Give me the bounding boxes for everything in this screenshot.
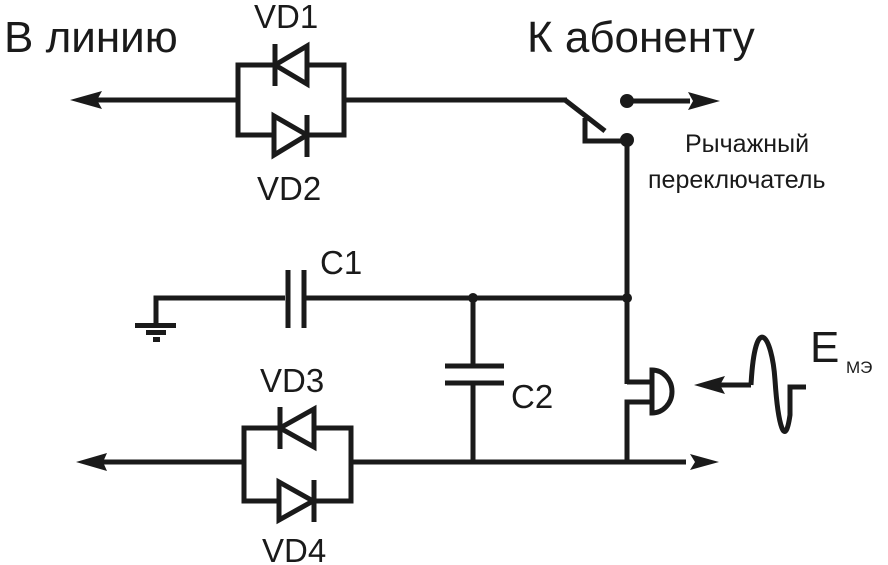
- bottom-right-arrow: [690, 454, 719, 470]
- diode-vd1: [270, 41, 310, 89]
- junction-c1-bus: [622, 293, 632, 303]
- label-vd1: VD1: [254, 0, 318, 35]
- ground-symbol: [135, 295, 285, 342]
- capacitor-c1: [285, 270, 307, 328]
- label-vd2: VD2: [257, 170, 321, 207]
- diode-vd4: [276, 477, 319, 525]
- label-source-e: E: [810, 323, 839, 372]
- diode-pair-top: [235, 41, 347, 160]
- label-c1: C1: [320, 244, 362, 281]
- diode-pair-bottom: [241, 404, 354, 525]
- bottom-line-arrow-left: [76, 453, 243, 471]
- label-to-line: В линию: [4, 13, 178, 62]
- label-c2: C2: [511, 378, 553, 415]
- label-vd3: VD3: [260, 362, 324, 399]
- microphone-symbol: [624, 367, 675, 462]
- diode-vd3: [274, 404, 317, 452]
- label-source-subscript: МЭ: [846, 358, 872, 377]
- acoustic-source: [694, 334, 806, 434]
- capacitor-c2: [445, 298, 504, 462]
- diode-vd2: [271, 111, 312, 160]
- label-vd4: VD4: [262, 532, 326, 565]
- top-line-arrow: [70, 91, 237, 109]
- label-hook-switch-line1: Рычажный: [685, 130, 809, 158]
- label-to-subscriber: К абоненту: [527, 13, 755, 62]
- label-hook-switch-line2: переключатель: [648, 166, 826, 194]
